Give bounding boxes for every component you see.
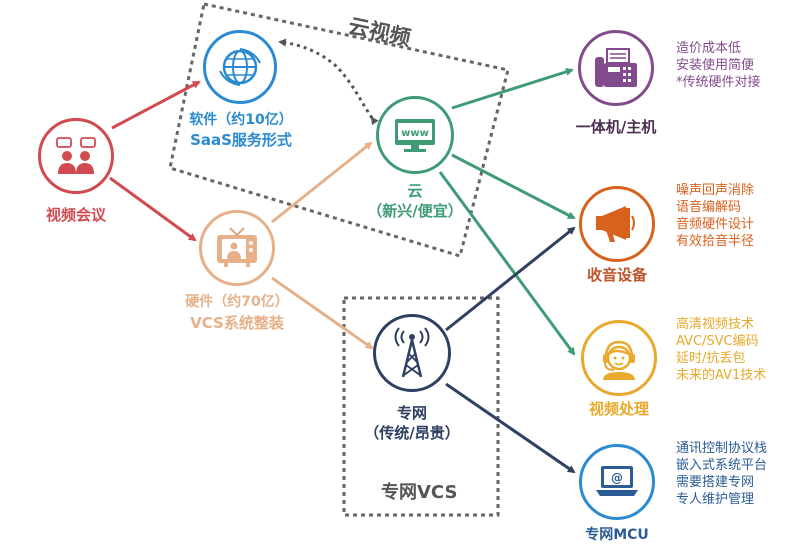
allinone-node[interactable]	[578, 30, 654, 106]
allinone-desc-line: *传统硬件对接	[676, 75, 761, 90]
mcu-desc-line: 嵌入式系统平台	[676, 458, 768, 473]
mcu-desc-line: 通讯控制协议栈	[676, 441, 768, 456]
edge-conf-to-software	[111, 80, 201, 130]
audio-desc-line: 音频硬件设计	[676, 217, 755, 232]
edge-cloud-to-videoproc	[438, 171, 576, 356]
videoproc-desc-line: 高清视频技术	[676, 317, 755, 332]
hardware-label-line1: 硬件（约70亿）	[185, 294, 289, 310]
cloud-label-line1: 云	[407, 182, 423, 200]
edge-private-to-mcu	[445, 382, 576, 474]
meeting-people-icon	[56, 137, 96, 174]
private-network-label-line2: （传统/昂贵）	[364, 424, 460, 442]
videoproc-desc-line: 未来的AV1技术	[676, 368, 767, 383]
hardware-node[interactable]	[199, 210, 275, 286]
audio-desc-line: 噪声回声消除	[676, 183, 755, 198]
private-network-node[interactable]	[373, 314, 451, 392]
audio-capture-label: 收音设备	[586, 266, 647, 284]
fax-machine-icon	[595, 48, 637, 87]
mcu-desc-line: 专人维护管理	[676, 492, 755, 507]
videoproc-desc-line: AVC/SVC编码	[676, 334, 759, 349]
megaphone-icon	[596, 206, 635, 242]
globe-icon	[219, 48, 261, 86]
video-processing-desc: 高清视频技术 AVC/SVC编码 延时/抗丢包 未来的AV1技术	[676, 316, 766, 384]
audio-capture-node[interactable]	[579, 186, 655, 262]
mcu-node[interactable]: @	[579, 444, 655, 520]
edge-cloud-software-dotted	[278, 38, 379, 126]
edge-private-to-audio	[445, 226, 576, 332]
video-conference-node[interactable]	[38, 118, 114, 194]
mcu-label: 专网MCU	[585, 527, 649, 543]
antenna-tower-icon	[394, 327, 430, 378]
svg-text:@: @	[611, 471, 623, 485]
headset-operator-icon	[603, 340, 635, 380]
allinone-desc-line: 造价成本低	[676, 41, 742, 56]
audio-desc-line: 有效拾音半径	[676, 234, 755, 249]
software-node[interactable]	[203, 30, 277, 104]
cloud-label-line2: （新兴/便宜）	[367, 202, 463, 220]
tv-icon	[217, 227, 257, 267]
mcu-desc: 通讯控制协议栈 嵌入式系统平台 需要搭建专网 专人维护管理	[676, 440, 767, 508]
edge-cloud-to-audio	[451, 153, 576, 220]
software-label-line1: 软件（约10亿）	[189, 112, 293, 128]
audio-capture-desc: 噪声回声消除 语音编解码 音频硬件设计 有效拾音半径	[676, 182, 754, 250]
allinone-desc-line: 安装使用简便	[676, 58, 755, 73]
laptop-at-icon: @	[596, 466, 638, 496]
private-vcs-group-title: 专网VCS	[381, 482, 458, 503]
hardware-label-line2: VCS系统整装	[190, 314, 284, 332]
software-label-line2: SaaS服务形式	[190, 131, 292, 149]
video-processing-node[interactable]	[581, 320, 657, 396]
cloud-node[interactable]: www	[376, 96, 454, 174]
www-monitor-icon: www	[395, 119, 435, 152]
private-vcs-group-box	[342, 296, 500, 517]
video-conference-label: 视频会议	[45, 206, 106, 224]
mcu-desc-line: 需要搭建专网	[676, 475, 755, 490]
audio-desc-line: 语音编解码	[676, 200, 742, 215]
videoproc-desc-line: 延时/抗丢包	[676, 351, 746, 366]
edge-cloud-to-allinone	[451, 67, 574, 110]
edge-hardware-to-private	[271, 276, 374, 350]
edge-hardware-to-cloud	[271, 141, 373, 224]
allinone-desc: 造价成本低 安装使用简便 *传统硬件对接	[676, 40, 761, 91]
edge-conf-to-hardware	[109, 176, 197, 242]
svg-text:www: www	[401, 128, 429, 139]
private-network-label-line1: 专网	[396, 404, 427, 422]
allinone-label: 一体机/主机	[575, 118, 657, 136]
video-processing-label: 视频处理	[588, 400, 649, 418]
